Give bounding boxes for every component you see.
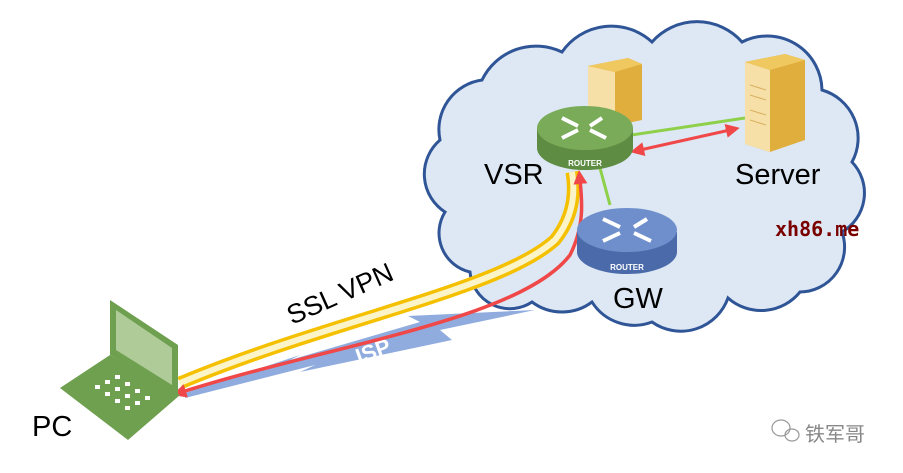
- site-watermark: xh86.me: [775, 217, 859, 241]
- traffic-arrow-vsr-server: [630, 124, 740, 156]
- gw-router-label: ROUTER: [610, 263, 644, 272]
- gw-label: GW: [613, 283, 664, 315]
- link-vsr-gw: [598, 167, 612, 206]
- vsr-router-label: ROUTER: [568, 159, 602, 168]
- server-label: Server: [735, 159, 821, 191]
- wechat-icon: [771, 419, 800, 442]
- pc-label: PC: [32, 411, 72, 443]
- server-icon: [745, 54, 805, 152]
- pc-laptop-icon: [60, 300, 180, 440]
- gw-router-icon: ROUTER: [577, 208, 677, 274]
- vsr-router-icon: ROUTER: [537, 106, 633, 170]
- author-watermark: 铁军哥: [805, 422, 865, 446]
- traffic-arrow-pc-vsr: [172, 170, 588, 398]
- vsr-label: VSR: [484, 159, 544, 191]
